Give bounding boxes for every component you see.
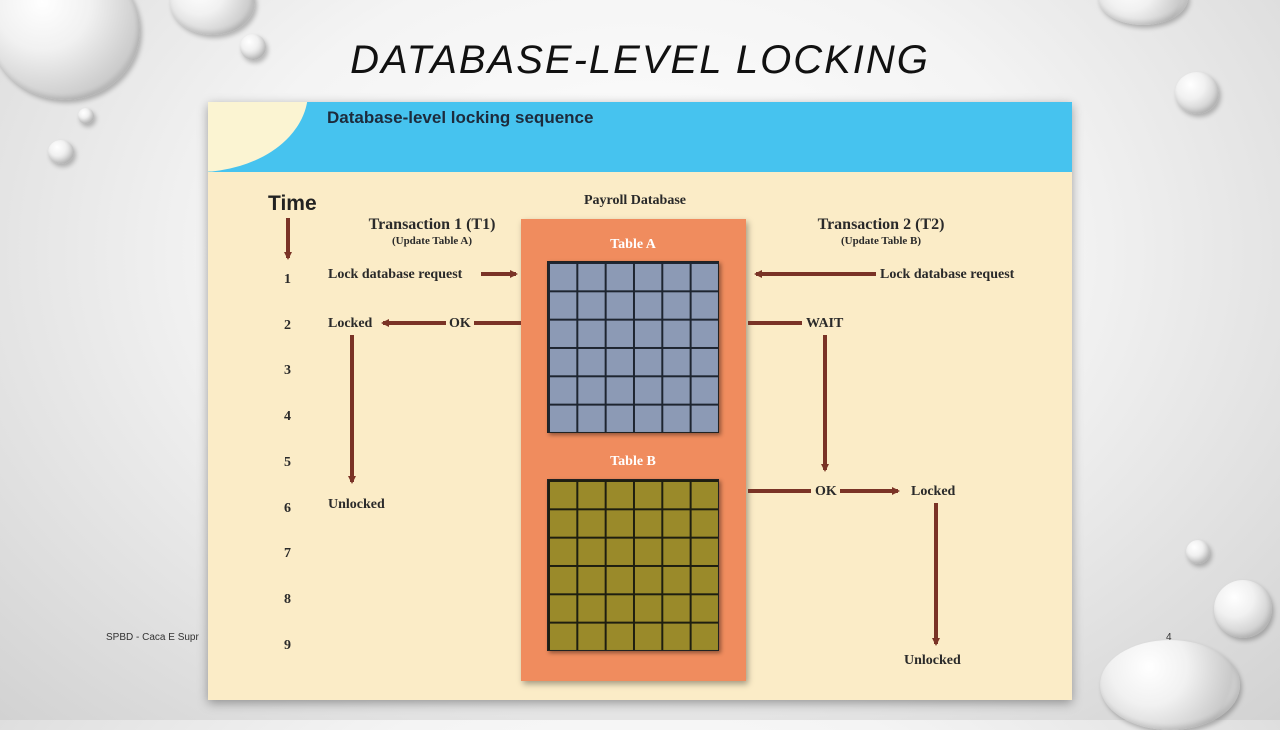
table-a-grid [547, 261, 719, 433]
t2-unlocked-label: Unlocked [904, 653, 961, 668]
time-step-8: 8 [284, 591, 291, 607]
water-drop-decoration [78, 108, 94, 124]
time-step-1: 1 [284, 272, 291, 287]
database-label: Payroll Database [583, 193, 687, 208]
t2-lock-request: Lock database request [880, 267, 1015, 282]
time-step-4: 4 [284, 409, 291, 425]
slide-title: DATABASE-LEVEL LOCKING [350, 38, 930, 82]
figure-title: Database-level locking sequence [327, 108, 594, 127]
water-drop-decoration [1175, 72, 1219, 114]
water-drop-decoration [1098, 0, 1188, 25]
figure-header-band [208, 102, 1072, 172]
t1-heading: Transaction 1 (T1) [368, 216, 496, 233]
table-a-label: Table A [610, 237, 656, 252]
t1-subheading: (Update Table A) [391, 235, 473, 247]
t1-locked-label: Locked [328, 316, 373, 331]
time-label: Time [268, 192, 317, 215]
table-b-grid [547, 479, 719, 651]
water-drop-decoration [48, 140, 74, 164]
water-drop-decoration [170, 0, 255, 35]
time-step-2: 2 [284, 317, 291, 333]
t1-ok-label: OK [449, 316, 471, 331]
t2-locked-label: Locked [911, 484, 956, 499]
t2-heading: Transaction 2 (T2) [817, 216, 945, 233]
time-step-5: 5 [284, 454, 291, 470]
sequence-arrows [284, 218, 940, 646]
page-number: 4 [1166, 632, 1172, 643]
water-drop-decoration [1214, 580, 1272, 638]
t2-subheading: (Update Table B) [840, 235, 922, 247]
time-step-7: 7 [284, 546, 291, 562]
time-step-9: 9 [284, 637, 291, 653]
footer-text: SPBD - Caca E Supr [106, 632, 199, 643]
t1-unlocked-label: Unlocked [328, 497, 385, 512]
time-step-3: 3 [284, 363, 291, 379]
water-drop-decoration [1186, 540, 1210, 564]
t2-ok-label: OK [815, 484, 837, 499]
t1-lock-request: Lock database request [328, 267, 463, 282]
time-step-6: 6 [284, 500, 291, 516]
locking-sequence-figure: Database-level locking sequence Time 1 2 3… [208, 102, 1072, 700]
water-drop-decoration [1100, 640, 1240, 730]
t2-wait-label: WAIT [806, 316, 844, 331]
table-b-label: Table B [610, 454, 656, 469]
water-drop-decoration [240, 34, 266, 60]
